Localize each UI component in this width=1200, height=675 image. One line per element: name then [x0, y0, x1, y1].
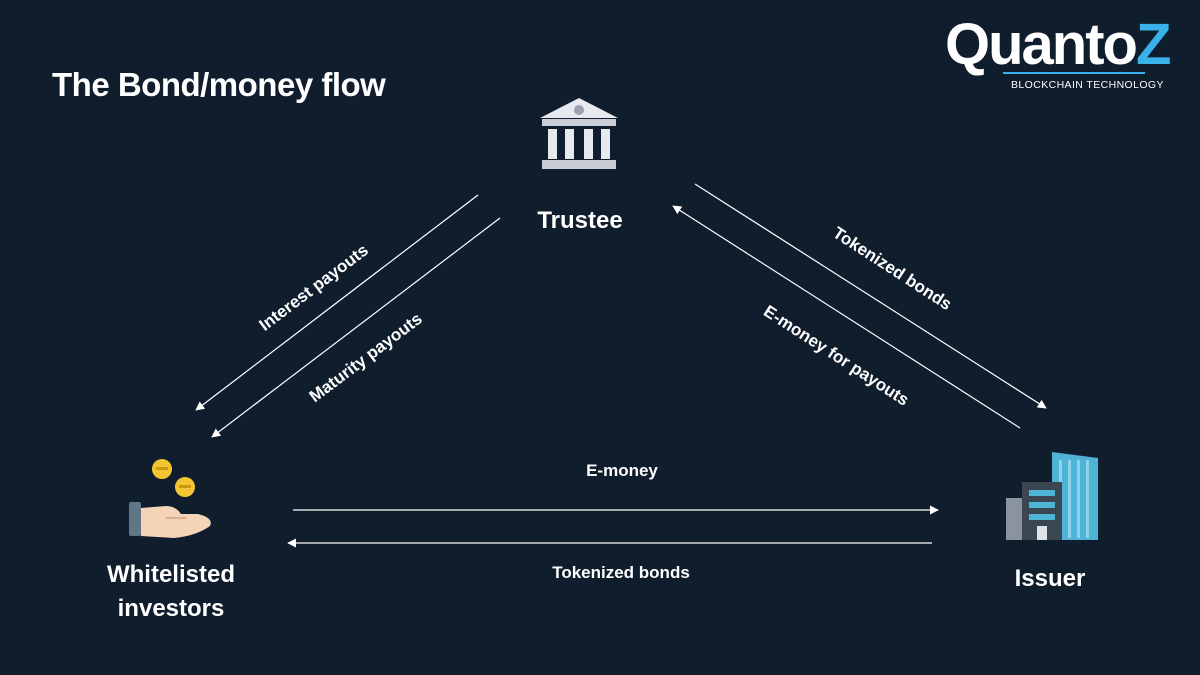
quantoz-logo: QuantoZ BLOCKCHAIN TECHNOLOGY	[945, 16, 1171, 102]
logo-underline	[1003, 72, 1145, 74]
node-investors-line1: Whitelisted	[106, 561, 235, 588]
page-title: The Bond/money flow	[52, 66, 386, 103]
arrow-tokenized-bonds-right	[694, 183, 1047, 409]
node-issuer-label: Issuer	[1014, 565, 1086, 592]
label-tokenized-bonds-bottom: Tokenized bonds	[552, 563, 690, 582]
node-trustee-label: Trustee	[537, 207, 623, 234]
node-investors-label: Whitelisted investors	[86, 558, 256, 625]
arrow-emoney-for-payouts	[672, 205, 1021, 429]
bank-icon	[540, 98, 618, 169]
logo-tagline: BLOCKCHAIN TECHNOLOGY	[1011, 79, 1164, 91]
label-emoney: E-money	[586, 461, 658, 480]
arrow-interest-payouts	[195, 194, 479, 411]
office-building-icon	[1006, 452, 1098, 540]
node-investors-line2: investors	[117, 594, 225, 622]
logo-word-main: Quanto	[945, 12, 1138, 77]
logo-wordmark: QuantoZ	[945, 16, 1171, 74]
logo-word-accent: Z	[1135, 12, 1171, 77]
hand-coins-icon	[129, 459, 211, 538]
arrow-maturity-payouts	[211, 217, 501, 438]
